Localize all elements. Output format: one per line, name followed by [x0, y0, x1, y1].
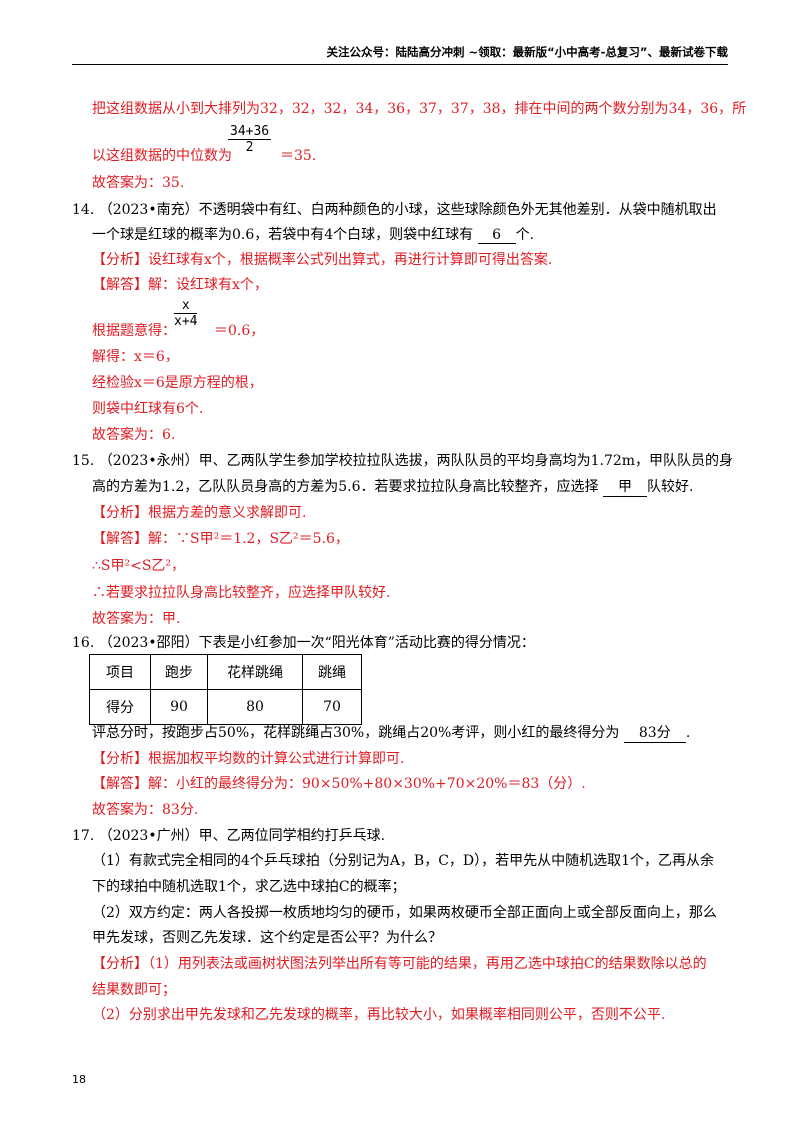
q16-question-line1: 16. （2023•邵阳）下表是小红参加一次“阳光体育”活动比赛的得分情况： [72, 635, 535, 651]
table-cell: 90 [150, 689, 208, 725]
q15-line2-suffix: 队较好. [646, 479, 694, 495]
q13-fraction-denominator: 2 [228, 139, 272, 155]
table-cell: 80 [207, 689, 303, 725]
page-header: 关注公众号：陆陆高分冲刺 ~领取：最新版“小中高考-总复习”、最新试卷下载 [326, 45, 728, 59]
table-cell: 项目 [89, 654, 151, 690]
q14-line2-prefix: 一个球是红球的概率为0.6，若袋中有4个白球，则袋中红球有 [92, 227, 474, 243]
q15-therefore2: ∴若要求拉拉队身高比较整齐，应选择甲队较好. [92, 585, 391, 601]
q13-fraction-numerator: 34+36 [230, 124, 270, 139]
q16-analysis: 【分析】根据加权平均数的计算公式进行计算即可. [92, 751, 405, 767]
q14-question-line1: 14. （2023•南充）不透明袋中有红、白两种颜色的小球，这些球除颜色外无其他… [72, 202, 717, 218]
q15-answer-blank: 甲 [602, 476, 647, 497]
q14-fraction-numerator: x [181, 298, 190, 313]
q14-analysis: 【分析】设红球有x个，根据概率公式列出算式，再进行计算即可得出答案. [92, 252, 553, 268]
header-rule [72, 64, 728, 65]
q16-question-line2: 评总分时，按跑步占50%，花样跳绳占30%，跳绳占20%考评，则小红的最终得分为… [92, 722, 690, 743]
q14-line2-suffix: 个. [515, 227, 535, 243]
q14-solve: 解得：x＝6， [92, 349, 179, 365]
q15-line2-prefix: 高的方差为1.2，乙队队员身高的方差为5.6．若要求拉拉队身高比较整齐，应选择 [92, 479, 599, 495]
table-cell: 得分 [89, 689, 151, 725]
q14-solution: 【解答】解：设红球有x个， [92, 277, 268, 293]
q13-line1: 把这组数据从小到大排列为32，32，32，34，36，37，37，38，排在中间… [92, 101, 747, 117]
q16-answer-blank: 83分 [623, 722, 686, 743]
q16-answer: 故答案为：83分. [92, 802, 199, 818]
q16-line2-prefix: 评总分时，按跑步占50%，花样跳绳占30%，跳绳占20%考评，则小红的最终得分为 [92, 725, 620, 741]
score-table: 项目 跑步 花样跳绳 跳绳 得分 90 80 70 [89, 654, 362, 725]
table-row: 得分 90 80 70 [89, 689, 362, 725]
page-number: 18 [72, 1073, 86, 1086]
q14-answer-blank: 6 [477, 227, 516, 244]
q16-line2-suffix: . [685, 725, 691, 741]
q16-solution: 【解答】解：小红的最终得分为：90×50%+80×30%+70×20%＝83（分… [92, 776, 586, 792]
q15-question-line2: 高的方差为1.2，乙队队员身高的方差为5.6．若要求拉拉队身高比较整齐，应选择 … [92, 476, 693, 497]
q15-answer: 故答案为：甲. [92, 611, 181, 627]
q17-part2-line1: （2）双方约定：两人各投掷一枚质地均匀的硬币，如果两枚硬币全部正面向上或全部反面… [92, 905, 717, 921]
q14-equation-suffix: ＝0.6， [214, 323, 265, 339]
q13-line2-suffix: ＝35. [280, 148, 317, 164]
q17-part2-line2: 甲先发球，否则乙先发球．这个约定是否公平？为什么？ [92, 930, 442, 946]
q17-question-line1: 17. （2023•广州）甲、乙两位同学相约打乒乓球. [72, 828, 386, 844]
table-cell: 跑步 [150, 654, 208, 690]
q14-conclusion: 则袋中红球有6个. [92, 401, 204, 417]
q14-equation: 根据题意得： ＝0.6， [92, 320, 264, 340]
q13-line2: 以这组数据的中位数为 ＝35. [92, 145, 316, 165]
q17-part1-line1: （1）有款式完全相同的4个乒乓球拍（分别记为A，B，C，D），若甲先从中随机选取… [92, 853, 715, 869]
table-cell: 70 [302, 689, 362, 725]
q14-fraction: x x+4 [174, 298, 198, 329]
q13-answer: 故答案为：35. [92, 175, 185, 191]
q17-analysis-line2: 结果数即可； [92, 982, 176, 998]
q17-analysis-line1: 【分析】（1）用列表法或画树状图法列举出所有等可能的结果，再用乙选中球拍C的结果… [92, 956, 707, 972]
q15-solution: 【解答】解：∵S甲²＝1.2，S乙²＝5.6， [92, 531, 349, 547]
table-row: 项目 跑步 花样跳绳 跳绳 [89, 654, 362, 690]
table-cell: 花样跳绳 [207, 654, 303, 690]
q14-answer: 故答案为：6. [92, 427, 176, 443]
q17-analysis-line3: （2）分别求出甲先发球和乙先发球的概率，再比较大小，如果概率相同则公平，否则不公… [92, 1007, 666, 1023]
q13-fraction: 34+36 2 [228, 124, 272, 155]
q15-analysis: 【分析】根据方差的意义求解即可. [92, 505, 307, 521]
q13-line2-prefix: 以这组数据的中位数为 [92, 148, 232, 164]
q14-check: 经检验x＝6是原方程的根， [92, 375, 263, 391]
table-cell: 跳绳 [302, 654, 362, 690]
q17-part1-line2: 下的球拍中随机选取1个，求乙选中球拍C的概率； [92, 879, 406, 895]
q15-therefore1: ∴S甲²<S乙²， [92, 558, 186, 574]
q14-equation-prefix: 根据题意得： [92, 323, 176, 339]
q14-fraction-denominator: x+4 [174, 313, 198, 329]
q15-question-line1: 15. （2023•永州）甲、乙两队学生参加学校拉拉队选拔，两队队员的平均身高均… [72, 453, 734, 469]
